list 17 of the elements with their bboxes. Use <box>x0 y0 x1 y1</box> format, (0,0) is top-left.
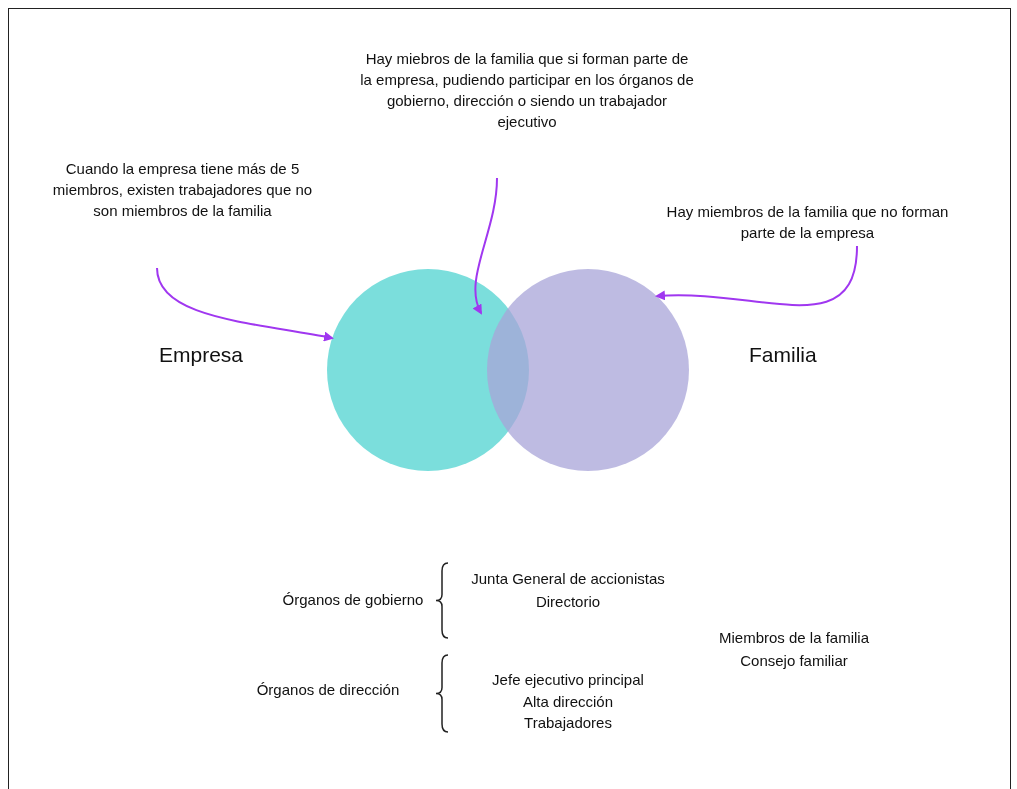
arrow <box>655 245 858 307</box>
text-label: Alta dirección <box>523 692 613 712</box>
text-label: Junta General de accionistas <box>471 569 665 589</box>
text-label: Jefe ejecutivo principal <box>492 670 644 690</box>
set-label: Empresa <box>159 343 244 367</box>
text-label: Órganos de gobierno <box>282 590 424 610</box>
text-label: Trabajadores <box>524 713 612 733</box>
annotation-text: Hay miembros de la familia que no forman parte de la empresa <box>655 201 960 243</box>
annotation-text: Hay miebros de la familia que si forman parte de la empresa, pudiendo participar en los órganos de gobierno, dirección o siendo un trabajador ejecutivo <box>358 48 696 132</box>
text-label: Miembros de la familia <box>718 628 870 648</box>
set-label: Familia <box>749 343 817 367</box>
text-label: Consejo familiar <box>740 651 848 671</box>
text-label: Directorio <box>535 592 601 612</box>
arrow <box>156 267 334 342</box>
arrow <box>473 177 498 315</box>
annotation-text: Cuando la empresa tiene más de 5 miembros, existen trabajadores que no son miembros de la familia <box>40 158 325 221</box>
text-label: Órganos de dirección <box>256 680 400 700</box>
